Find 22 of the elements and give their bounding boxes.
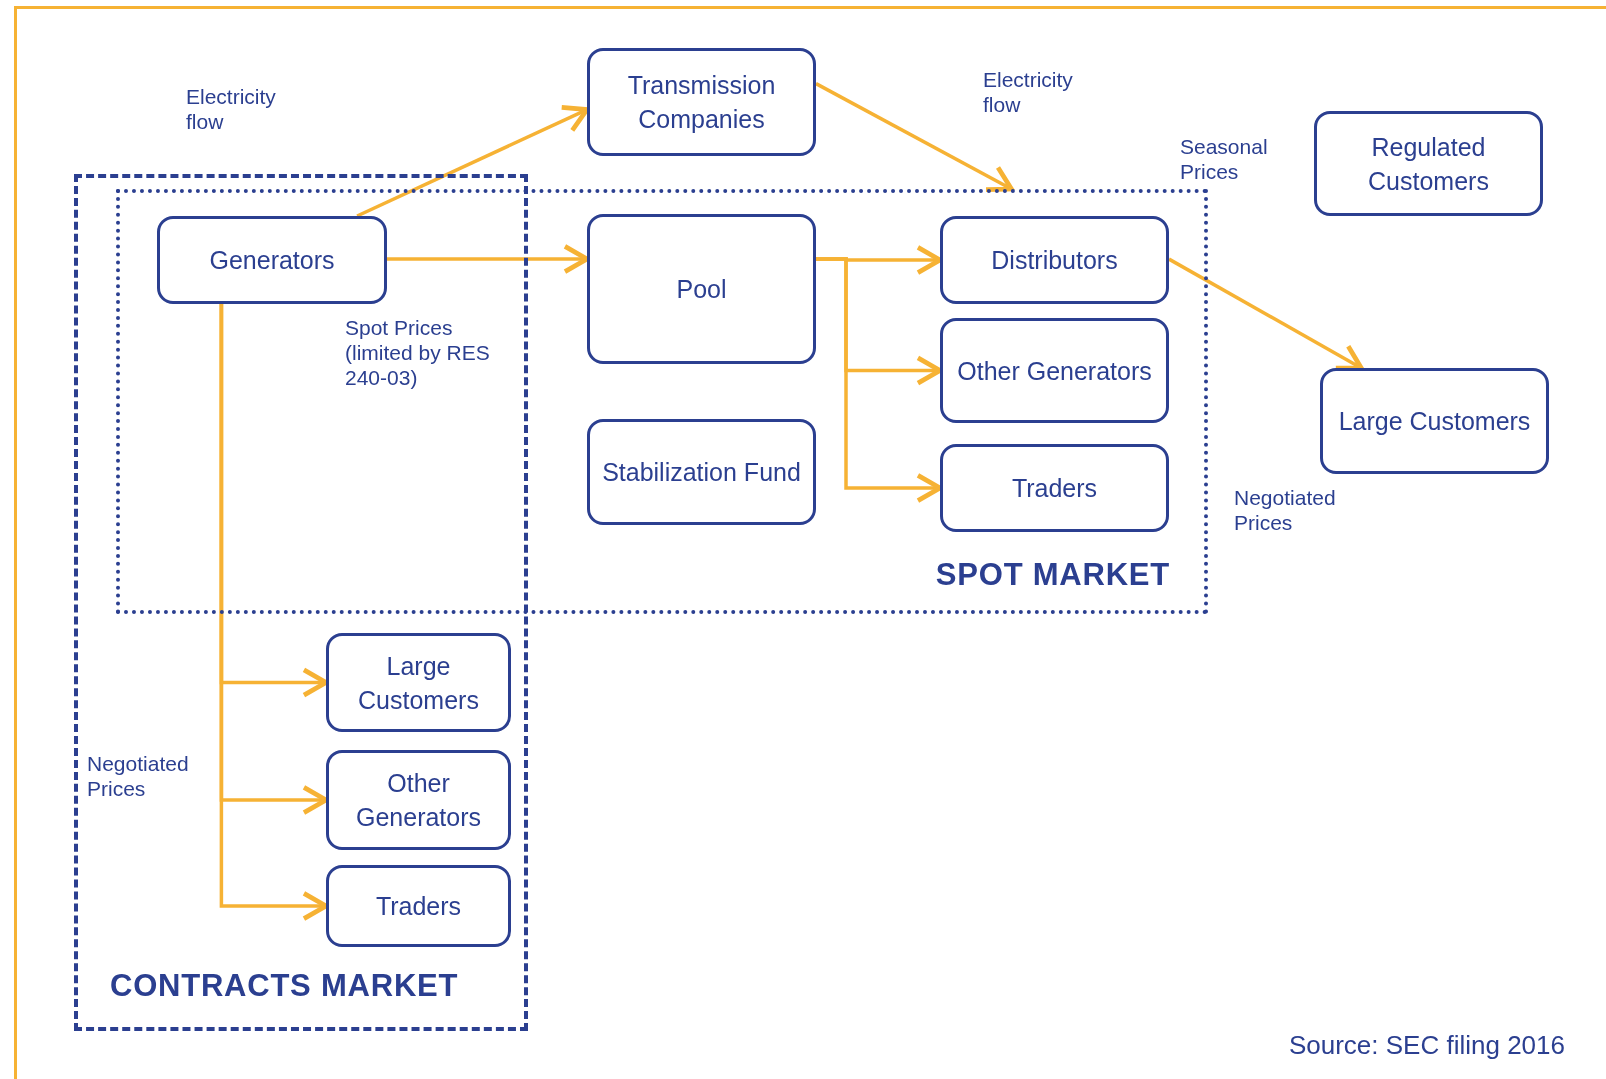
process-box: Traders xyxy=(326,865,511,947)
flow-note: Electricity flow xyxy=(186,84,277,134)
process-box: Generators xyxy=(157,216,387,304)
flow-note: Negotiated Prices xyxy=(87,751,190,801)
process-box: Other Generators xyxy=(326,750,511,850)
flow-note: Negotiated Prices xyxy=(1234,485,1337,535)
source-note: Source: SEC filing 2016 xyxy=(1287,1029,1565,1062)
flow-note: Seasonal Prices xyxy=(1180,134,1269,184)
flow-note: Spot Prices (limited by RES 240-03) xyxy=(345,315,491,390)
region-title: SPOT MARKET xyxy=(935,555,1170,594)
process-box: Large Customers xyxy=(1320,368,1549,474)
process-box: Distributors xyxy=(940,216,1169,304)
process-box: Pool xyxy=(587,214,816,364)
process-box: Regulated Customers xyxy=(1314,111,1543,216)
process-box: Transmission Companies xyxy=(587,48,816,156)
process-box: Large Customers xyxy=(326,633,511,732)
process-box: Traders xyxy=(940,444,1169,532)
process-box: Stabilization Fund xyxy=(587,419,816,525)
region-title: CONTRACTS MARKET xyxy=(110,966,459,1005)
arrow xyxy=(815,82,1014,192)
flow-note: Electricity flow xyxy=(983,67,1074,117)
process-box: Other Generators xyxy=(940,318,1169,423)
